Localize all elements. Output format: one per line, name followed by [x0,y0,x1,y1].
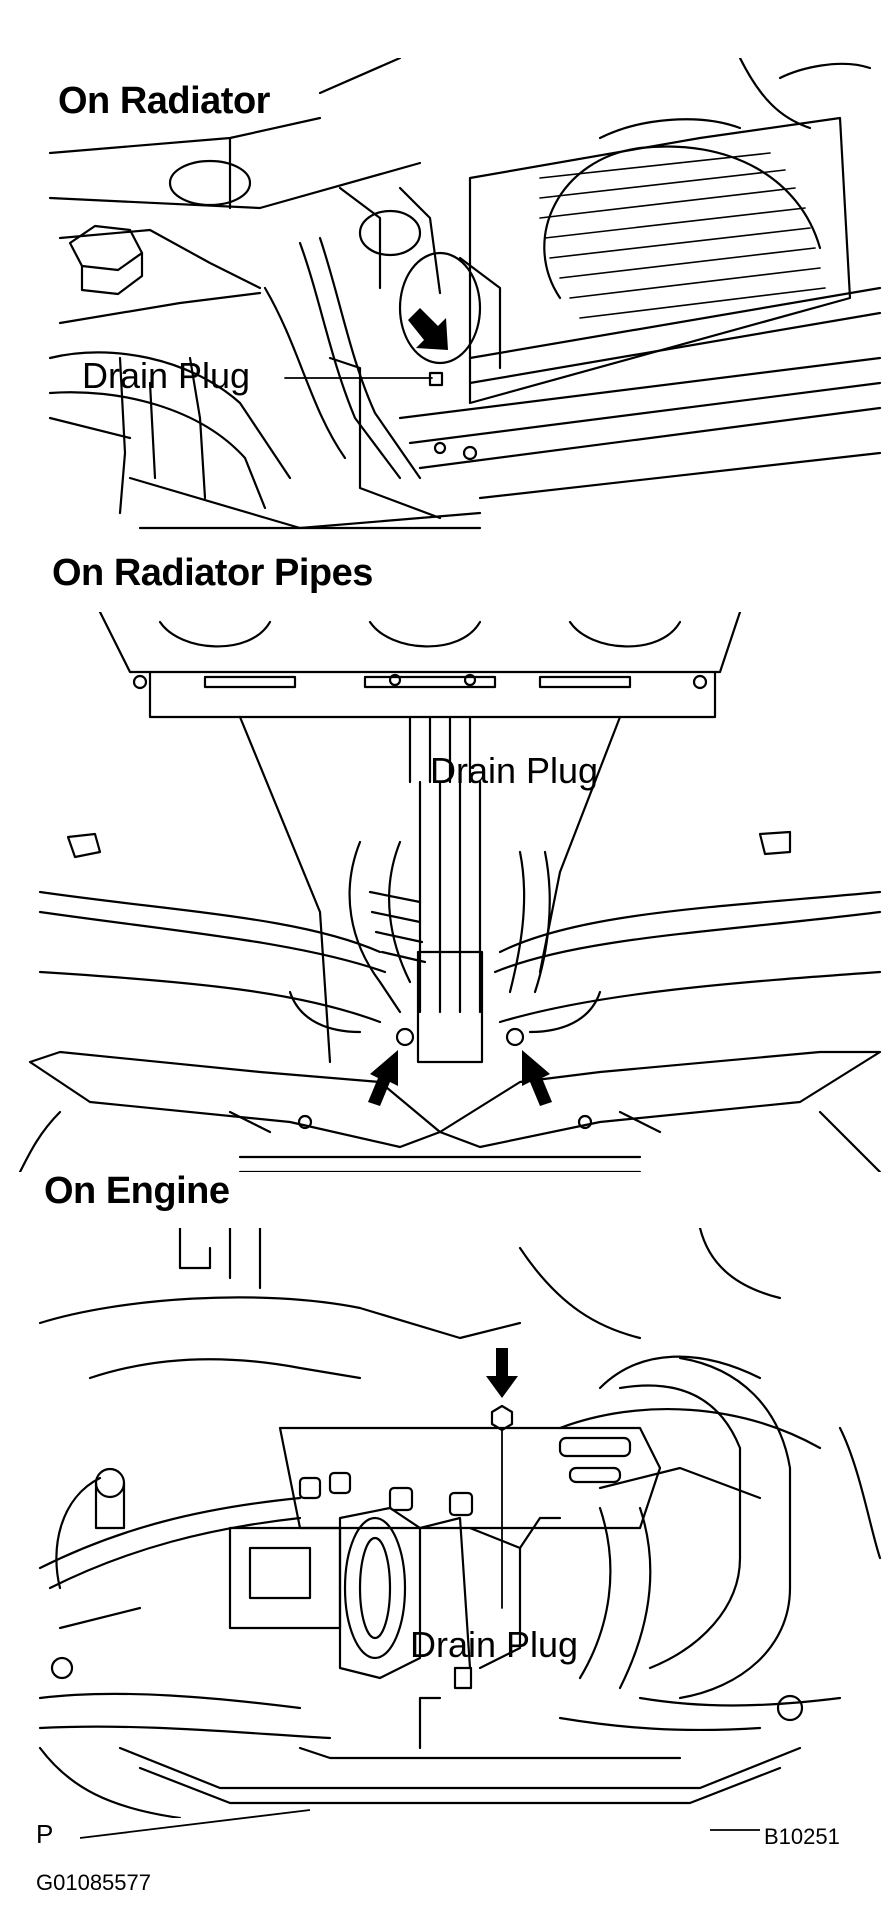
clip-right [758,830,792,856]
figure-code: B10251 [764,1824,840,1849]
radiator-pipes-drain-illustration [18,612,882,1172]
section-title-engine: On Engine [44,1170,230,1212]
clip-left [66,832,102,859]
engine-drain-illustration [38,1228,882,1818]
radiator-drain-illustration [48,58,882,530]
image-code: G01085577 [36,1870,151,1895]
engine-drain-plug-mark [490,1404,514,1432]
section-title-radiator-pipes: On Radiator Pipes [52,552,373,594]
radiator-drain-plug-mark [428,371,444,387]
radiator-drain-plug-label: Drain Plug [82,355,251,396]
engine-arrow-icon [486,1348,518,1398]
footer-baseline [79,1809,760,1839]
footer-left-mark: P [36,1819,54,1849]
radiator-pipes-drain-plug-label: Drain Plug [430,750,599,791]
pipe-drain-plug-left [395,1027,415,1047]
pipe-drain-plug-right [505,1027,525,1047]
engine-drain-plug-label: Drain Plug [410,1624,579,1665]
pipe-left-arrow-icon [368,1050,398,1106]
bolt-engine-left [94,1467,126,1499]
section-title-radiator: On Radiator [58,80,270,122]
pipe-right-arrow-icon [522,1050,552,1106]
radiator-arrow-icon [408,308,448,350]
engine-lower-fitting [453,1666,473,1690]
